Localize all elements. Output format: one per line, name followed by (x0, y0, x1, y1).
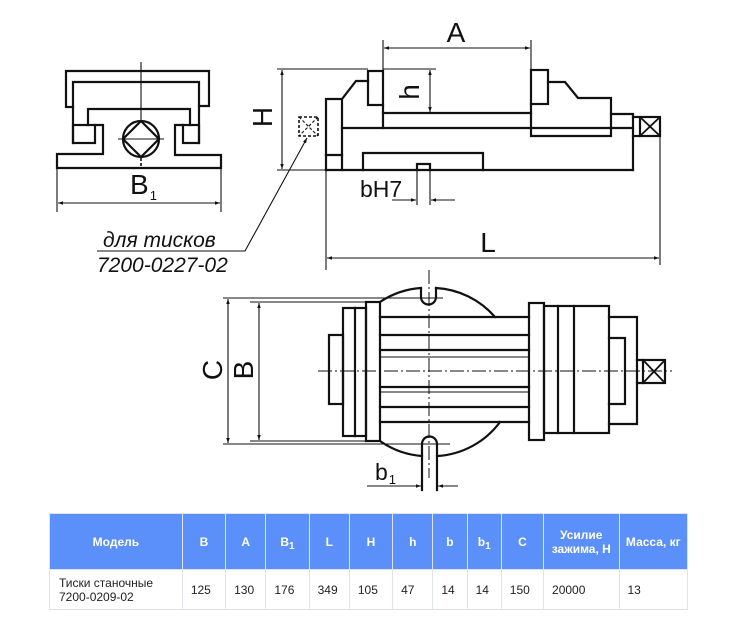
end-view: B1 (55, 62, 223, 212)
base-arc-top-left (378, 286, 423, 304)
note-leader-line (97, 137, 308, 252)
h-dimension-label: h (394, 84, 425, 100)
H-dimension-label: H (247, 107, 278, 127)
end-view-jaw-outline (64, 69, 211, 109)
fixed-jaw-plate (366, 69, 385, 107)
header-model: Модель (49, 513, 183, 570)
cell-L: 349 (308, 569, 350, 610)
cell-b1: 14 (466, 569, 502, 610)
fixed-jaw-insert (327, 333, 345, 406)
b1-small-dimension-label: b1 (375, 459, 396, 487)
square-with-cross-icon (638, 115, 662, 138)
nut-inner (607, 336, 627, 406)
dashed-square-with-cross-icon (298, 116, 319, 137)
note-line-2: 7200-0227-02 (97, 254, 228, 277)
header-h: h (392, 513, 434, 570)
header-mass: Масса, кг (618, 513, 688, 570)
cell-B: 125 (181, 569, 227, 610)
header-L: L (308, 513, 350, 570)
top-view: C B b1 (197, 270, 672, 492)
end-view-guide (86, 107, 192, 127)
header-B1: B1 (265, 513, 310, 570)
header-A: A (225, 513, 267, 570)
end-view-jaw-inner (71, 80, 201, 145)
vise-technical-drawing: B1 A (55, 17, 672, 492)
base-arc-top-right (434, 286, 497, 319)
movable-jaw-plate (529, 68, 550, 106)
a-dimension-label: A (447, 17, 466, 48)
header-clamping-force: Усилие зажима, Н (543, 513, 620, 570)
base-arc-bottom-right (435, 420, 502, 458)
movable-jaw (529, 80, 613, 138)
cell-A: 130 (225, 569, 267, 610)
specification-table: Модель B A B1 L H h b b1 C Усилие зажима… (49, 513, 688, 610)
fixed-jaw (324, 79, 370, 172)
body-lower-recess (361, 151, 485, 172)
end-view-guide-left (71, 123, 97, 145)
b-dimension-label: B (228, 361, 259, 380)
cell-H: 105 (348, 569, 394, 610)
header-b1: b1 (466, 513, 502, 570)
b1-dimension-label: B1 (130, 169, 157, 203)
header-B: B (181, 513, 227, 570)
table-header-row: Модель B A B1 L H h b b1 C Усилие зажима… (49, 513, 688, 570)
end-view-guide-right (181, 123, 201, 145)
movable-jaw-body (542, 304, 611, 435)
key (415, 162, 432, 172)
cell-clamping-force: 20000 (543, 569, 620, 610)
base-arc-bottom-left (378, 439, 424, 458)
cell-b: 14 (432, 569, 468, 610)
bh7-dimension-label: bH7 (360, 176, 402, 202)
header-b: b (432, 513, 468, 570)
l-dimension-label: L (480, 227, 496, 258)
side-view: A h H bH7 L для тисков 7200-0227-02 (97, 17, 662, 277)
cell-B1: 176 (265, 569, 310, 610)
c-dimension-label: C (197, 360, 228, 380)
cell-h: 47 (392, 569, 434, 610)
header-H: H (348, 513, 394, 570)
header-C: C (500, 513, 545, 570)
screw-housing (609, 112, 635, 172)
end-view-base (55, 123, 223, 170)
cell-mass: 13 (618, 569, 688, 610)
note-line-1: для тисков (103, 229, 216, 252)
cell-C: 150 (500, 569, 545, 610)
